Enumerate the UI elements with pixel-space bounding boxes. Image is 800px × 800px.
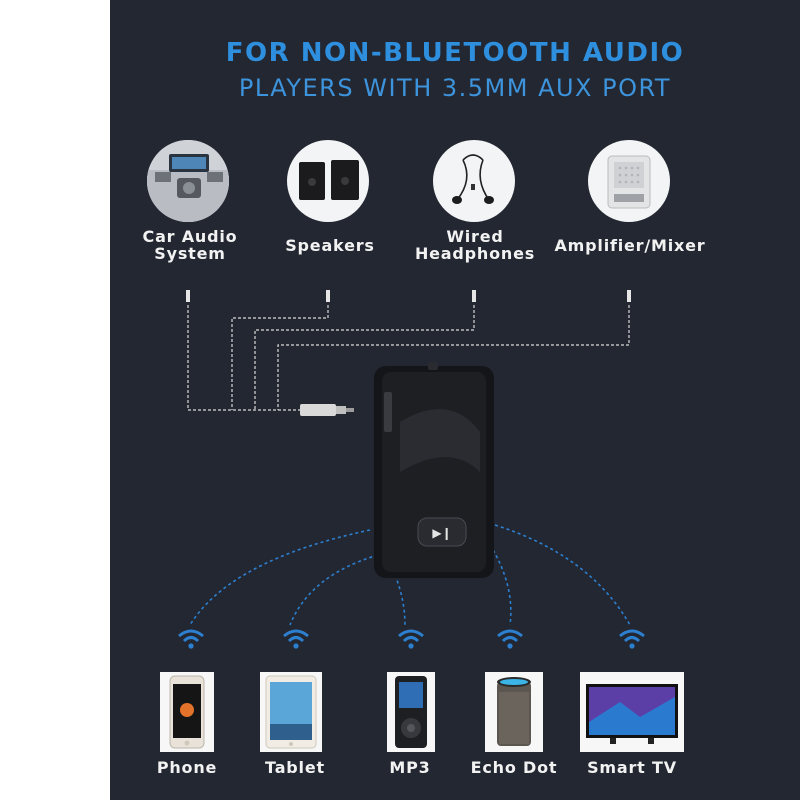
speakers-icon [287, 140, 369, 222]
device-label-mp3: MP3 [389, 758, 431, 777]
earphones-icon [433, 140, 515, 222]
output-label-amplifier: Amplifier/Mixer [554, 236, 706, 255]
smart-speaker-icon [485, 672, 543, 752]
wifi-icon [619, 629, 645, 649]
headline-line-1: FOR NON-BLUETOOTH AUDIO [225, 38, 685, 68]
device-label-tablet: Tablet [265, 758, 325, 777]
phone-icon [160, 672, 214, 752]
product-infographic: FOR NON-BLUETOOTH AUDIO PLAYERS WITH 3.5… [110, 0, 800, 800]
amplifier-icon [588, 140, 670, 222]
mp3-player-icon [387, 672, 435, 752]
wifi-icon [398, 629, 424, 649]
output-label-speakers: Speakers [285, 236, 375, 255]
tv-icon [580, 672, 684, 752]
tablet-icon [260, 672, 322, 752]
device-label-phone: Phone [156, 758, 218, 777]
device-label-echo-dot: Echo Dot [470, 758, 558, 777]
bluetooth-receiver [374, 362, 494, 578]
play-pause-icon[interactable]: ▶❙ [432, 526, 452, 540]
wifi-icon [497, 629, 523, 649]
aux-plug-icon [300, 404, 354, 416]
wifi-icon [283, 629, 309, 649]
wifi-icon [178, 629, 204, 649]
car-dashboard-icon [147, 140, 229, 222]
device-label-smart-tv: Smart TV [587, 758, 677, 777]
headline-line-2: PLAYERS WITH 3.5MM AUX PORT [238, 74, 672, 102]
connection-lines [186, 290, 631, 626]
